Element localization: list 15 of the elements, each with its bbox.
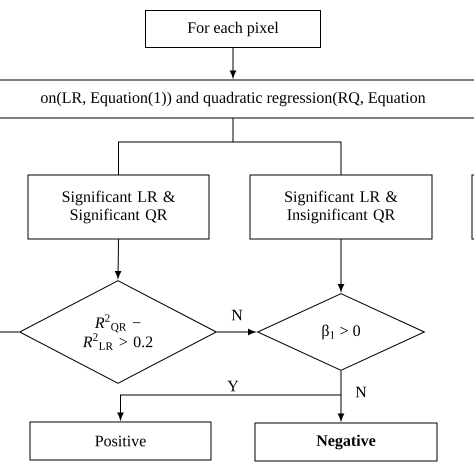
arrow: [216, 328, 256, 336]
arrow: [115, 239, 122, 278]
process-box: Significant LR & Significant QR: [28, 174, 210, 240]
arrow: [338, 370, 344, 421]
edge-label: Y: [226, 380, 240, 392]
process-box: Significant LR & Insignificant QR: [250, 174, 432, 240]
process-box: [472, 174, 474, 240]
process-box: on(LR, Equation(1)) and quadratic regression(RQ, Equation: [0, 80, 474, 118]
edge-label: N: [230, 308, 244, 322]
arrow: [338, 239, 344, 292]
process-box: For each pixel: [145, 10, 321, 48]
arrow: [230, 48, 236, 78]
result-box: Positive: [30, 422, 212, 460]
result-box: Negative: [254, 422, 438, 462]
edge-label: N: [354, 386, 368, 398]
